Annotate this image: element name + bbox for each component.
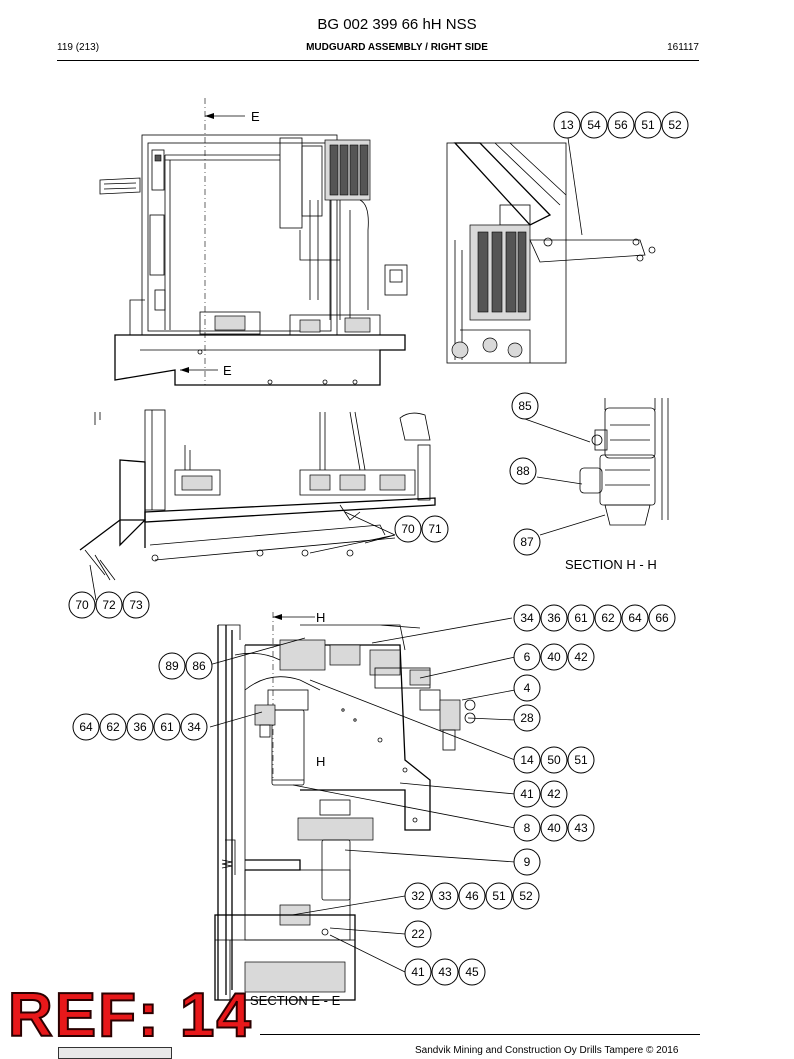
- callout-41-43-45: 41 43 45: [404, 958, 486, 986]
- callout-85: 85: [511, 392, 539, 420]
- copyright-footer: Sandvik Mining and Construction Oy Drill…: [415, 1045, 679, 1056]
- svg-text:86: 86: [192, 659, 206, 673]
- svg-text:22: 22: [411, 927, 425, 941]
- svg-text:13: 13: [560, 118, 574, 132]
- svg-text:61: 61: [574, 611, 588, 625]
- callout-34-36-61-62-64-66: 34 36 61 62 64 66: [513, 604, 676, 632]
- svg-text:43: 43: [574, 821, 588, 835]
- svg-text:36: 36: [133, 720, 147, 734]
- svg-text:42: 42: [547, 787, 561, 801]
- svg-text:87: 87: [520, 535, 534, 549]
- svg-text:51: 51: [641, 118, 655, 132]
- svg-text:85: 85: [518, 399, 532, 413]
- svg-text:43: 43: [438, 965, 452, 979]
- svg-text:71: 71: [428, 522, 442, 536]
- svg-text:88: 88: [516, 464, 530, 478]
- svg-text:34: 34: [520, 611, 534, 625]
- document-date: 161117: [667, 42, 699, 53]
- svg-text:73: 73: [129, 598, 143, 612]
- valve-stack: [324, 139, 371, 201]
- svg-text:34: 34: [187, 720, 201, 734]
- svg-text:4: 4: [524, 681, 531, 695]
- page-number: 119 (213): [57, 42, 100, 53]
- callout-9: 9: [513, 848, 541, 876]
- view-middle-left: [79, 409, 436, 581]
- svg-text:52: 52: [668, 118, 682, 132]
- svg-text:9: 9: [524, 855, 531, 869]
- detail-valve-stack: [469, 224, 531, 321]
- svg-text:42: 42: [574, 650, 588, 664]
- callout-89-86: 89 86: [158, 652, 213, 680]
- svg-text:61: 61: [160, 720, 174, 734]
- callout-87: 87: [513, 528, 541, 556]
- svg-text:54: 54: [587, 118, 601, 132]
- section-hh-label: SECTION H - H: [565, 557, 657, 572]
- callout-70-72-73: 70 72 73: [68, 591, 150, 619]
- svg-text:70: 70: [401, 522, 415, 536]
- view-section-ee: [214, 612, 476, 1001]
- callout-32-33-46-51-52: 32 33 46 51 52: [404, 882, 540, 910]
- leader-lines: [89, 137, 606, 973]
- svg-text:62: 62: [106, 720, 120, 734]
- callout-28: 28: [513, 704, 541, 732]
- svg-text:50: 50: [547, 753, 561, 767]
- svg-text:6: 6: [524, 650, 531, 664]
- view-section-hh: [579, 398, 669, 526]
- svg-text:8: 8: [524, 821, 531, 835]
- svg-text:41: 41: [411, 965, 425, 979]
- svg-text:64: 64: [628, 611, 642, 625]
- svg-text:66: 66: [655, 611, 669, 625]
- svg-text:52: 52: [519, 889, 533, 903]
- svg-text:46: 46: [465, 889, 479, 903]
- section-ee-label: SECTION E - E: [250, 993, 341, 1008]
- document-title: BG 002 399 66 hH NSS: [317, 16, 477, 33]
- svg-text:64: 64: [79, 720, 93, 734]
- section-e-top-label: E: [251, 109, 260, 124]
- callout-4: 4: [513, 674, 541, 702]
- footer-rule: [260, 1034, 700, 1035]
- section-h-top-label: H: [316, 610, 325, 625]
- view-top-left: [99, 98, 408, 386]
- section-h-bottom-label: H: [316, 754, 325, 769]
- svg-text:56: 56: [614, 118, 628, 132]
- svg-text:14: 14: [520, 753, 534, 767]
- section-title: MUDGUARD ASSEMBLY / RIGHT SIDE: [306, 42, 488, 53]
- svg-text:36: 36: [547, 611, 561, 625]
- svg-text:89: 89: [165, 659, 179, 673]
- svg-text:40: 40: [547, 650, 561, 664]
- callout-70-71: 70 71: [394, 515, 449, 543]
- callout-41-42: 41 42: [513, 780, 568, 808]
- svg-text:41: 41: [520, 787, 534, 801]
- svg-text:70: 70: [75, 598, 89, 612]
- ref-stamp: REF: 14: [7, 981, 253, 1050]
- svg-text:72: 72: [102, 598, 116, 612]
- callout-8-40-43: 8 40 43: [513, 814, 595, 842]
- callout-14-50-51: 14 50 51: [513, 746, 595, 774]
- svg-text:62: 62: [601, 611, 615, 625]
- callout-64-62-36-61-34: 64 62 36 61 34: [72, 713, 208, 741]
- callout-22: 22: [404, 920, 432, 948]
- callout-13-54-56-51-52: 13 54 56 51 52: [553, 111, 689, 139]
- svg-text:40: 40: [547, 821, 561, 835]
- svg-text:51: 51: [574, 753, 588, 767]
- brand-logo: [58, 1047, 172, 1059]
- svg-text:33: 33: [438, 889, 452, 903]
- filter-housing: [267, 689, 309, 786]
- callout-bubbles: 13 54 56 51 52 85 88 87 70 71 70 72 73 3…: [68, 111, 689, 986]
- callout-88: 88: [509, 457, 537, 485]
- section-e-bottom-label: E: [223, 363, 232, 378]
- header-rule: [57, 60, 699, 61]
- svg-text:45: 45: [465, 965, 479, 979]
- svg-text:32: 32: [411, 889, 425, 903]
- callout-6-40-42: 6 40 42: [513, 643, 595, 671]
- svg-text:28: 28: [520, 711, 534, 725]
- svg-text:51: 51: [492, 889, 506, 903]
- view-top-right: [446, 142, 656, 364]
